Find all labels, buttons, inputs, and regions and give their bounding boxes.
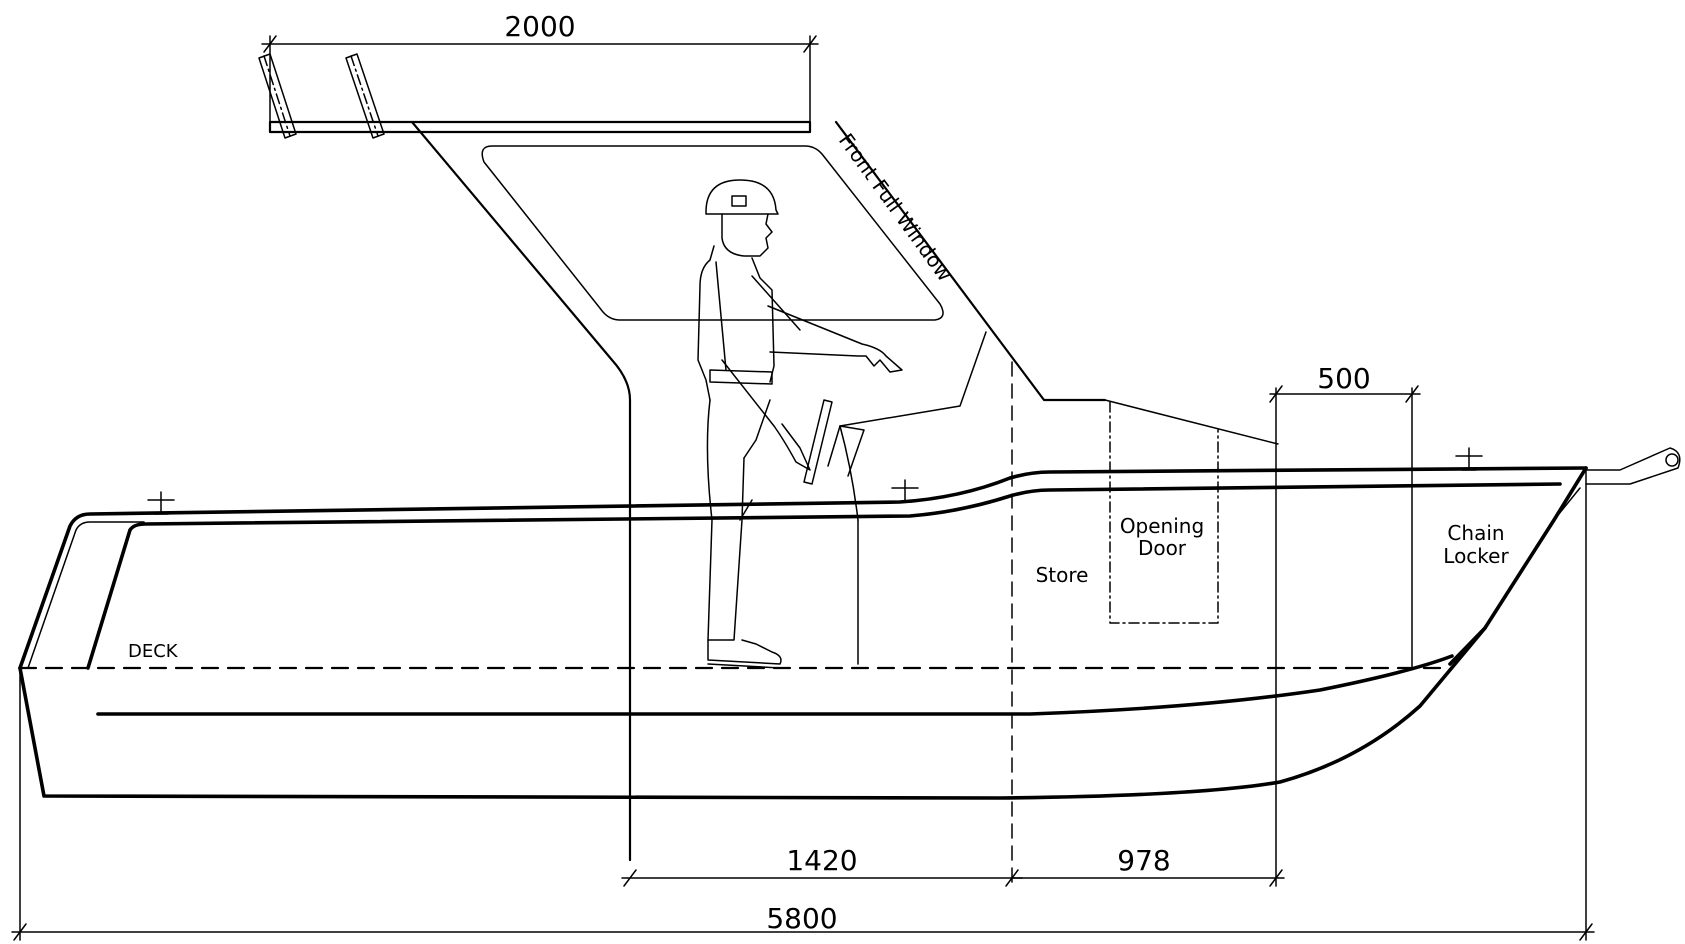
dimension-bow-section-label: 500 — [1317, 362, 1370, 395]
opening-door-label-line2: Door — [1138, 536, 1187, 560]
cleat-icon — [891, 479, 919, 503]
dimension-cockpit: 1420 — [621, 844, 1023, 887]
bow-roller-icon — [1585, 447, 1681, 485]
section-dividers — [19, 361, 1587, 941]
dimension-store-label: 978 — [1117, 844, 1170, 877]
opening-door-label-line1: Opening — [1120, 514, 1204, 538]
chain-locker-label-line2: Locker — [1443, 544, 1509, 568]
dimension-canopy: 2000 — [261, 10, 819, 123]
rod-holder-icon — [258, 53, 297, 139]
dimension-canopy-label: 2000 — [504, 10, 575, 43]
dimension-store: 978 — [1011, 844, 1285, 887]
rod-holder-icon — [345, 53, 385, 139]
deck-label: DECK — [128, 641, 179, 662]
hull — [18, 466, 1588, 800]
person-figure — [697, 179, 903, 669]
front-window-label: Front Full Window — [834, 129, 957, 286]
dimension-overall-label: 5800 — [766, 902, 837, 935]
chain-locker-label-line1: Chain — [1447, 521, 1504, 545]
dimension-bow-section: 500 — [1269, 362, 1421, 403]
dimension-cockpit-label: 1420 — [786, 844, 857, 877]
cabin-structure — [410, 120, 1279, 862]
store-label: Store — [1036, 563, 1089, 587]
hard-top-canopy — [258, 53, 812, 139]
dimension-overall: 5800 — [11, 902, 1595, 941]
cleat-icon — [1455, 447, 1483, 471]
cleat-icon — [147, 491, 175, 515]
